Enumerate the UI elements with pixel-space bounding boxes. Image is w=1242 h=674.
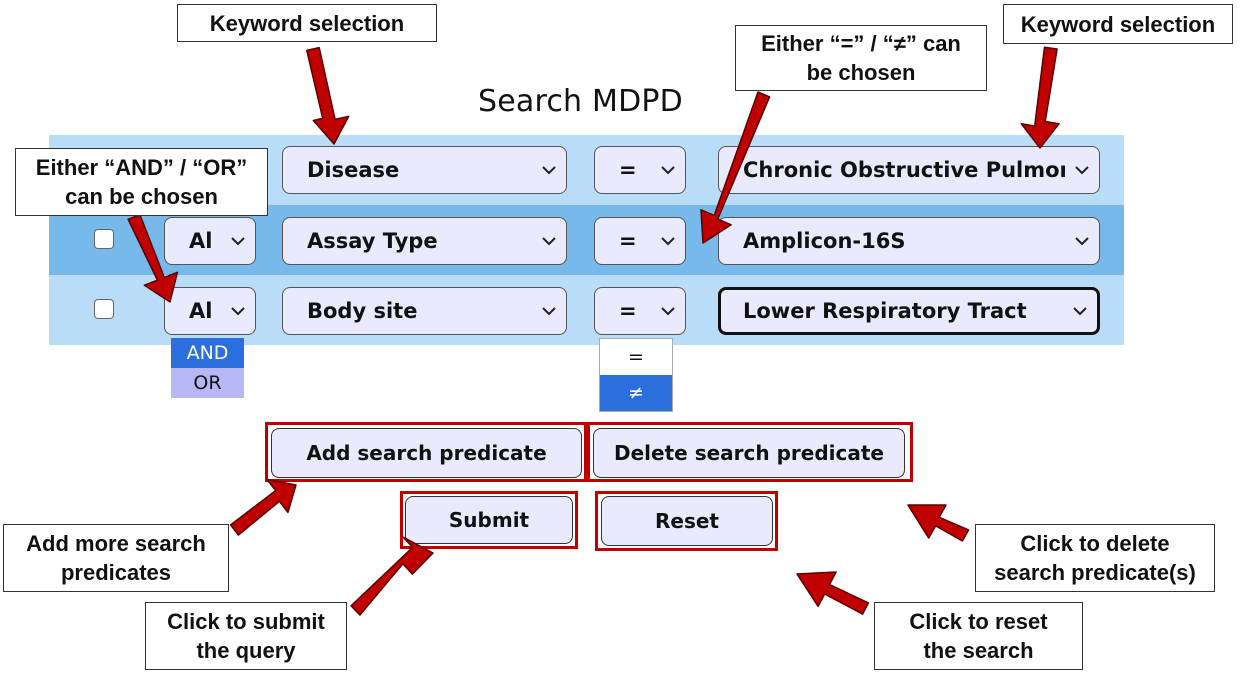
row-checkbox-2[interactable] [94, 229, 114, 249]
chevron-down-icon [1065, 147, 1099, 193]
reset-button[interactable]: Reset [601, 496, 773, 546]
operator-select-value: = [619, 158, 637, 182]
operator-select-value: = [619, 229, 637, 253]
arrow-delete [907, 504, 970, 542]
operator-select-2[interactable]: = [594, 217, 686, 265]
highlight-submit-button [400, 491, 578, 549]
submit-button[interactable]: Submit [405, 496, 573, 544]
chevron-down-icon [532, 218, 566, 264]
callout-text-line2: search predicate(s) [994, 560, 1196, 585]
field-select-3[interactable]: Body site [282, 287, 567, 335]
operator-select-1[interactable]: = [594, 146, 686, 194]
callout-text-line2: can be chosen [65, 184, 218, 209]
value-select-1[interactable]: Chronic Obstructive Pulmon [718, 146, 1100, 194]
chevron-down-icon [651, 147, 685, 193]
callout-text-line1: Click to delete [1020, 531, 1170, 556]
callout-text-line2: the search [923, 638, 1034, 663]
operator-select-value: = [619, 299, 637, 323]
field-select-value: Disease [307, 158, 400, 182]
logic-select-value: Al [189, 299, 213, 323]
callout-operator-choice: Either “=” / “≠” can be chosen [735, 25, 987, 91]
field-select-1[interactable]: Disease [282, 146, 567, 194]
chevron-down-icon [221, 218, 255, 264]
callout-text: Keyword selection [209, 10, 405, 36]
value-select-value: Amplicon-16S [743, 229, 906, 253]
page-title: Search MDPD [478, 84, 683, 119]
callout-keyword-selection-right: Keyword selection [1003, 4, 1233, 44]
callout-delete-predicates: Click to delete search predicate(s) [975, 524, 1215, 592]
callout-keyword-selection-left: Keyword selection [177, 4, 437, 42]
highlight-delete-button [587, 422, 913, 482]
logic-option-or[interactable]: OR [171, 368, 244, 398]
callout-text-line1: Either “AND” / “OR” [35, 155, 248, 180]
callout-text-line2: predicates [60, 560, 172, 585]
value-select-3[interactable]: Lower Respiratory Tract [718, 287, 1100, 335]
callout-reset-search: Click to reset the search [874, 602, 1083, 670]
callout-text: Keyword selection [1020, 11, 1216, 37]
logic-select-2[interactable]: Al [164, 217, 256, 265]
callout-submit-query: Click to submit the query [145, 602, 347, 670]
field-select-value: Assay Type [307, 229, 438, 253]
value-select-2[interactable]: Amplicon-16S [718, 217, 1100, 265]
field-select-2[interactable]: Assay Type [282, 217, 567, 265]
logic-options-list: AND OR [171, 338, 244, 398]
callout-add-predicates: Add more search predicates [3, 524, 229, 592]
highlight-reset-button [595, 491, 778, 551]
callout-text-line1: Click to submit [167, 609, 325, 634]
callout-text-line2: the query [196, 638, 296, 663]
operator-option-not-equal[interactable]: ≠ [600, 375, 672, 411]
logic-select-value: Al [189, 229, 213, 253]
chevron-down-icon [1065, 218, 1099, 264]
callout-text-line1: Add more search [26, 531, 206, 556]
row-checkbox-3[interactable] [94, 299, 114, 319]
callout-text-line1: Click to reset [909, 609, 1048, 634]
callout-text-line2: be chosen [806, 60, 916, 85]
operator-options-list: = ≠ [599, 338, 673, 412]
field-select-value: Body site [307, 299, 418, 323]
operator-option-equal[interactable]: = [600, 339, 672, 375]
arrow-reset [796, 571, 870, 615]
value-select-value: Lower Respiratory Tract [743, 299, 1027, 323]
chevron-down-icon [651, 218, 685, 264]
chevron-down-icon [221, 288, 255, 334]
operator-select-3[interactable]: = [594, 287, 686, 335]
delete-search-predicate-button[interactable]: Delete search predicate [593, 428, 905, 478]
arrow-keyword-right [1020, 46, 1060, 149]
chevron-down-icon [651, 288, 685, 334]
value-select-value: Chronic Obstructive Pulmon [743, 158, 1065, 182]
logic-option-and[interactable]: AND [171, 338, 244, 368]
highlight-add-button [265, 422, 587, 482]
chevron-down-icon [532, 288, 566, 334]
logic-select-3[interactable]: Al [164, 287, 256, 335]
callout-logic-choice: Either “AND” / “OR” can be chosen [15, 148, 268, 216]
chevron-down-icon [532, 147, 566, 193]
arrow-add [229, 478, 297, 536]
add-search-predicate-button[interactable]: Add search predicate [271, 428, 582, 478]
arrow-keyword-left [306, 46, 350, 145]
chevron-down-icon [1063, 290, 1097, 332]
callout-text-line1: Either “=” / “≠” can [761, 31, 961, 56]
